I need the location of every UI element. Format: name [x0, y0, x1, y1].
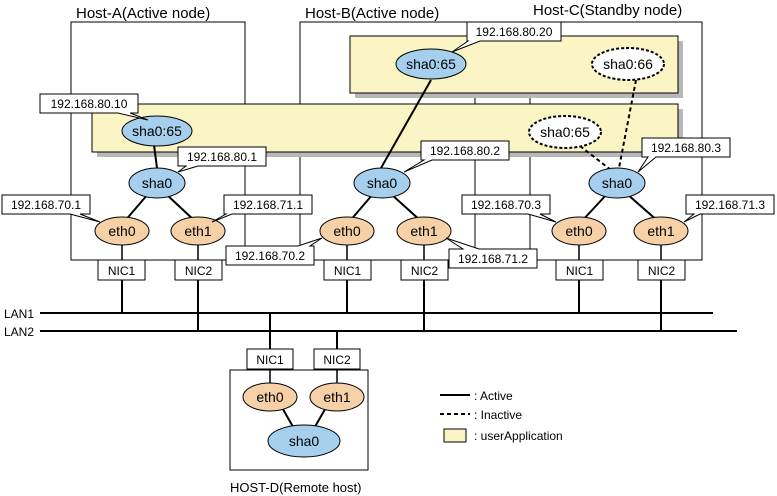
nic-a2-box — [174, 259, 223, 281]
nic-d2-label: NIC2 — [323, 353, 351, 367]
va-a-active-link — [153, 144, 158, 169]
ip-eth1-c: 192.168.71.3 — [695, 198, 765, 212]
ip-eth0-c-callout — [461, 194, 557, 223]
lan2-label: LAN2 — [4, 325, 34, 339]
ip-eth1-a: 192.168.71.1 — [233, 198, 303, 212]
host-b-title: Host-B(Active node) — [305, 5, 439, 22]
ip-eth0-c: 192.168.70.3 — [471, 198, 541, 212]
eth1-b-node — [396, 216, 452, 246]
nic-lan-links — [121, 279, 662, 349]
ip-sha0-b: 192.168.80.2 — [430, 144, 500, 158]
sha0-a-label: sha0 — [142, 175, 173, 191]
ip-va-a-callout — [39, 93, 149, 121]
sha0-c-label: sha0 — [602, 175, 633, 191]
nic-b1-label: NIC1 — [334, 264, 362, 278]
ip-va-a: 192.168.80.10 — [51, 97, 128, 111]
va-b-active-link — [380, 79, 432, 169]
ip-sha0-c-callout — [637, 137, 731, 173]
eth1-a-label: eth1 — [184, 223, 211, 239]
host-d-title: HOST-D(Remote host) — [230, 480, 361, 495]
va-c-inactive-link-1 — [618, 79, 637, 169]
host-a-title: Host-A(Active node) — [76, 5, 210, 22]
eth1-b-label: eth1 — [410, 223, 437, 239]
eth-nodes: eth0 eth1 eth0 eth1 eth0 eth1 eth0 eth1 — [94, 216, 689, 412]
ip-va-b: 192.168.80.20 — [476, 25, 553, 39]
ip-sha0-a: 192.168.80.1 — [187, 150, 257, 164]
nic-a2-label: NIC2 — [185, 264, 213, 278]
sha0-d-node — [267, 424, 341, 458]
ip-eth0-a: 192.168.70.1 — [11, 198, 81, 212]
ip-eth1-b: 192.168.71.2 — [458, 252, 528, 266]
sha0-65-b-label: sha0:65 — [406, 56, 456, 72]
eth1-c-label: eth1 — [647, 223, 674, 239]
eth0-a-node — [94, 216, 150, 246]
ip-eth1-a-callout — [211, 194, 313, 223]
ip-va-b-callout — [451, 21, 562, 53]
ip-sha0-b-callout — [403, 140, 510, 173]
eth0-b-node — [319, 216, 375, 246]
nic-c2-label: NIC2 — [648, 264, 676, 278]
eth0-c-node — [551, 216, 607, 246]
lan1-label: LAN1 — [4, 307, 34, 321]
nic-d1-label: NIC1 — [256, 353, 284, 367]
sha0-65-a-node — [121, 115, 193, 147]
sha0-65-c-node — [528, 115, 602, 149]
legend: : Active : Inactive : userApplication — [440, 389, 563, 443]
legend-active-label: : Active — [474, 389, 513, 403]
legend-inactive-label: : Inactive — [474, 408, 522, 422]
ip-sha0-c: 192.168.80.3 — [651, 141, 721, 155]
ip-eth0-b-callout — [225, 237, 323, 266]
nic-b1-box — [323, 259, 372, 281]
eth0-c-label: eth0 — [565, 223, 592, 239]
ip-callouts: 192.168.80.10 192.168.80.20 192.168.80.1… — [1, 21, 775, 269]
eth1-c-node — [633, 216, 689, 246]
sha0-b-label: sha0 — [367, 175, 398, 191]
eth0-b-label: eth0 — [333, 223, 360, 239]
eth0-a-label: eth0 — [108, 223, 135, 239]
nic-boxes: NIC1 NIC2 NIC1 NIC2 NIC1 NIC2 NIC1 NIC2 — [97, 259, 686, 370]
nic-d2-box — [313, 348, 361, 370]
ip-eth1-c-callout — [683, 194, 775, 223]
eth1-d-label: eth1 — [323, 389, 350, 405]
eth1-a-node — [170, 216, 226, 246]
nic-c1-box — [555, 259, 604, 281]
nic-c1-label: NIC1 — [566, 264, 594, 278]
ip-sha0-a-callout — [177, 146, 267, 173]
nic-c2-box — [637, 259, 686, 281]
nic-a1-box — [97, 259, 146, 281]
ip-eth0-a-callout — [1, 194, 101, 223]
host-c-title: Host-C(Standby node) — [533, 2, 682, 19]
nic-d1-box — [246, 348, 294, 370]
legend-userapp-label: : userApplication — [474, 429, 563, 443]
ip-eth0-b: 192.168.70.2 — [235, 249, 305, 263]
eth0-d-label: eth0 — [256, 389, 283, 405]
sha0-nodes: sha0 sha0 sha0 sha0 — [128, 167, 646, 458]
sha0-65-c-label: sha0:65 — [540, 124, 590, 140]
ip-eth1-b-callout — [445, 237, 538, 269]
legend-userapp-swatch — [443, 428, 467, 443]
sha0-c-node — [588, 167, 646, 199]
sha0-a-node — [128, 167, 186, 199]
nic-b2-box — [400, 259, 449, 281]
sha0-65-a-label: sha0:65 — [132, 123, 182, 139]
nic-a1-label: NIC1 — [108, 264, 136, 278]
sha0-66-c-label: sha0:66 — [603, 56, 653, 72]
sha0-65-b-node — [395, 48, 467, 80]
nic-b2-label: NIC2 — [411, 264, 439, 278]
eth1-d-node — [309, 382, 365, 412]
sha0-b-node — [353, 167, 411, 199]
sha0-66-c-node — [591, 47, 665, 81]
eth0-d-node — [242, 382, 298, 412]
sha0-d-label: sha0 — [289, 433, 320, 449]
